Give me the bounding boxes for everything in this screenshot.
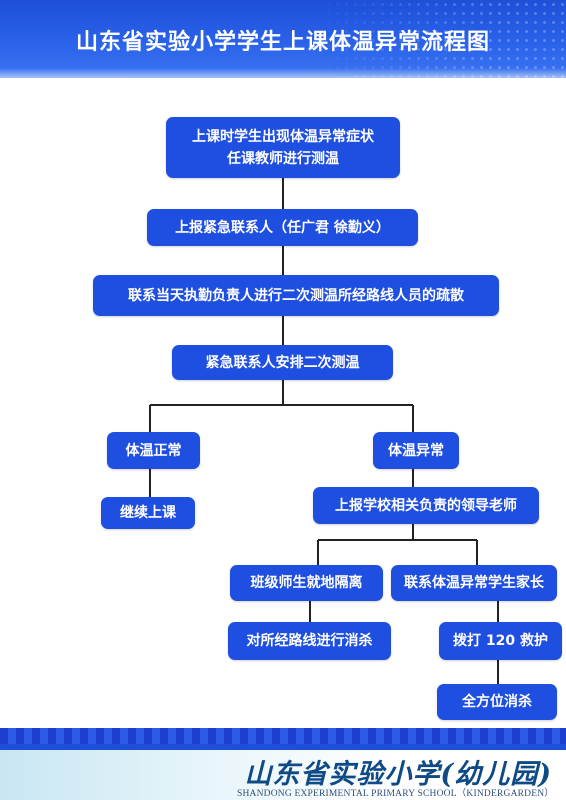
step-detect-abnormal-temp: 上课时学生出现体温异常症状 任课教师进行测温 xyxy=(166,117,400,178)
school-name-logo: 山东省实验小学(幼儿园) xyxy=(244,759,552,790)
footer-band xyxy=(0,750,566,800)
node-contact-parents: 联系体温异常学生家长 xyxy=(391,565,557,601)
node-full-disinfection: 全方位消杀 xyxy=(437,684,557,720)
step-report-emergency-contact: 上报紧急联系人（任广君 徐勤义） xyxy=(147,209,418,246)
node-temp-abnormal: 体温异常 xyxy=(373,432,459,469)
node-disinfect-route: 对所经路线进行消杀 xyxy=(228,622,391,660)
header-dot-pattern xyxy=(306,0,566,78)
step-contact-duty-officer: 联系当天执勤负责人进行二次测温所经路线人员的疏散 xyxy=(93,275,499,316)
node-class-isolation: 班级师生就地隔离 xyxy=(230,565,383,601)
node-temp-normal: 体温正常 xyxy=(107,432,200,469)
step-detect-line2: 任课教师进行测温 xyxy=(227,150,339,167)
footer-stripe xyxy=(0,728,566,744)
step-detect-line1: 上课时学生出现体温异常症状 xyxy=(192,128,374,145)
node-call-120: 拨打 120 救护 xyxy=(439,622,562,660)
step-second-measurement: 紧急联系人安排二次测温 xyxy=(172,345,393,380)
school-name-english: SHANDONG EXPERIMENTAL PRIMARY SCHOOL（KIN… xyxy=(236,789,554,799)
node-continue-class: 继续上课 xyxy=(101,497,195,529)
node-report-school-leader: 上报学校相关负责的领导老师 xyxy=(313,487,539,524)
page-title: 山东省实验小学学生上课体温异常流程图 xyxy=(75,30,490,55)
header-banner: 山东省实验小学学生上课体温异常流程图 xyxy=(0,0,566,78)
